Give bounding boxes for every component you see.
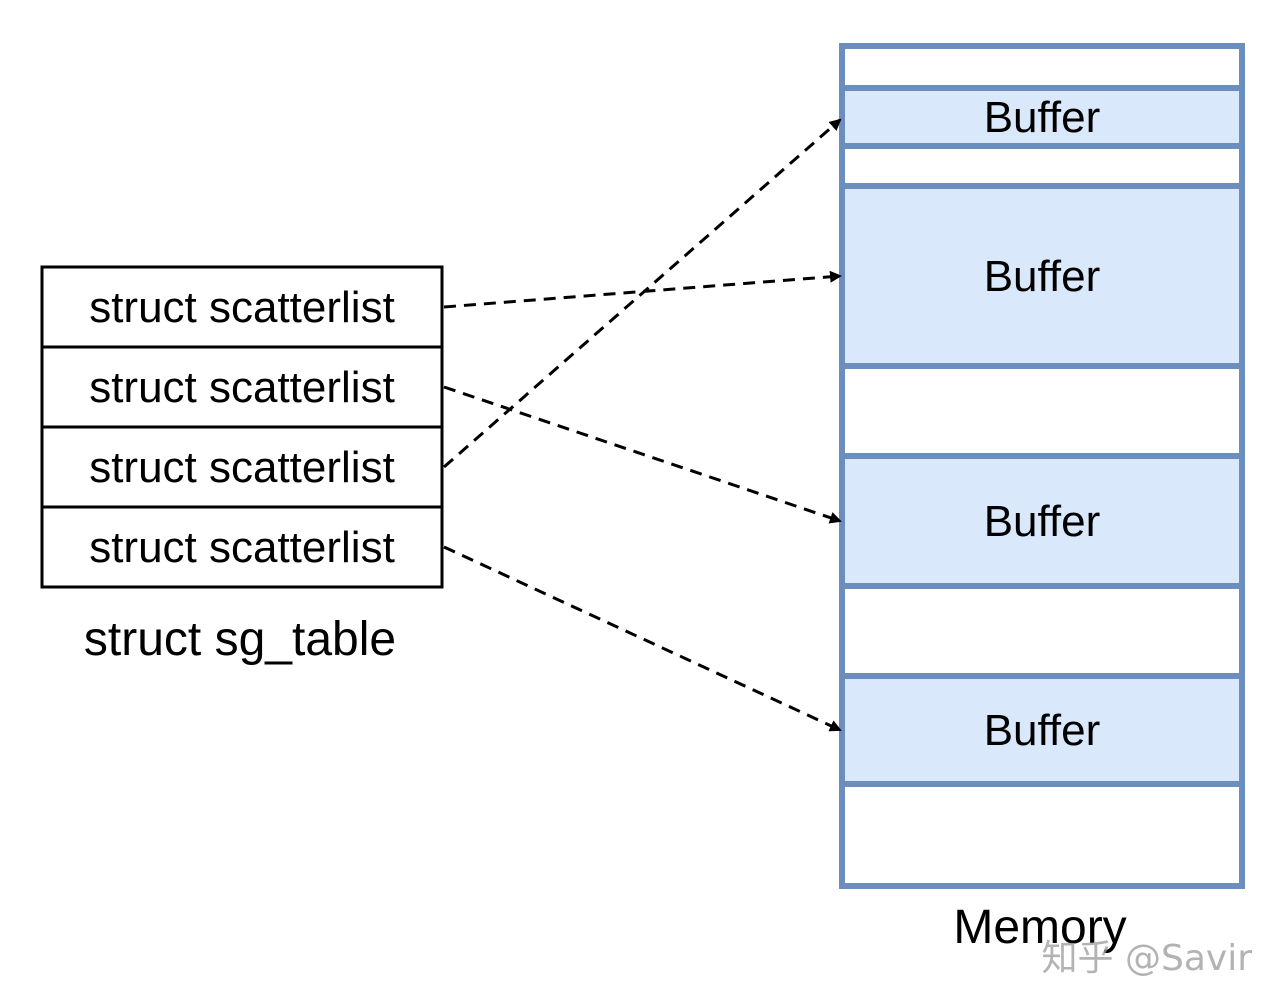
mapping-arrow [443,270,842,309]
scatterlist-entry-label: struct scatterlist [89,363,395,412]
mapping-arrow [443,385,842,524]
mapping-arrow [443,545,842,732]
buffer-label: Buffer [984,252,1101,301]
buffer-label: Buffer [984,706,1101,755]
memory-empty-cell [839,363,1245,459]
scatterlist-entry-label: struct scatterlist [89,523,395,572]
scatterlist-entry-label: struct scatterlist [89,283,395,332]
mapping-arrows [443,118,842,732]
buffer-label: Buffer [984,93,1101,142]
scatterlist-entry-box [40,345,444,429]
mapping-arrow [443,118,842,469]
memory-buffer-cell [839,183,1245,369]
memory-empty-cell [839,43,1245,91]
memory-caption: Memory [953,901,1126,954]
watermark: 知乎 @Savir [1042,938,1253,979]
memory-empty-cell [839,781,1245,889]
memory-empty-cell [839,143,1245,189]
scatterlist-entry-box [40,505,444,589]
scatterlist-entry-label: struct scatterlist [89,443,395,492]
sg-table: struct scatterlist struct scatterlist stru… [40,265,444,589]
memory-empty-cell [839,583,1245,679]
buffer-label: Buffer [984,497,1101,546]
sg-table-caption: struct sg_table [84,613,396,666]
memory-buffer-cell [839,673,1245,787]
